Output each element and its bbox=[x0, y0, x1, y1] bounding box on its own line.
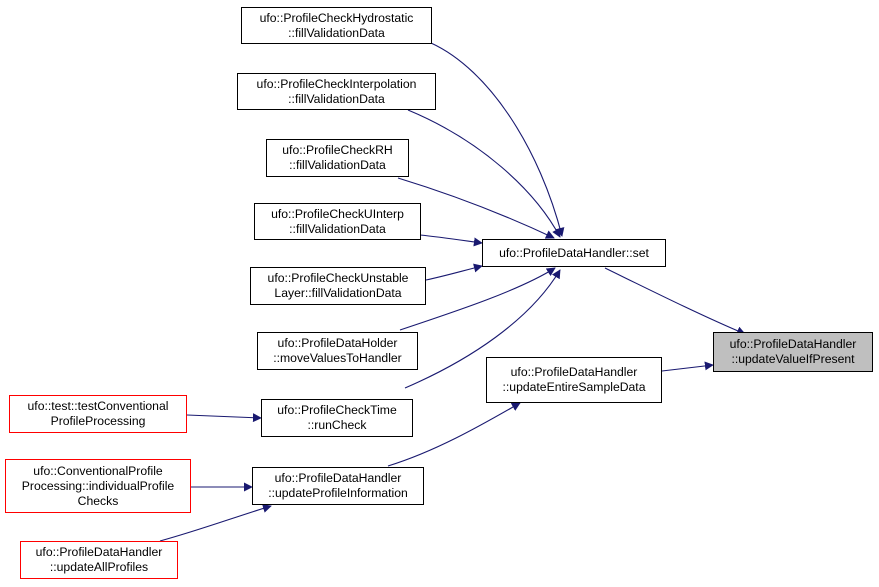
edge-uinterp-to-set bbox=[419, 234, 483, 247]
node-profiledatahandler-updateprofileinformation[interactable]: ufo::ProfileDataHandler ::updateProfileI… bbox=[252, 467, 424, 505]
node-label-line1: ufo::ProfileCheckUInterp bbox=[271, 206, 404, 221]
node-label-line1: ufo::ProfileCheckInterpolation bbox=[256, 76, 417, 91]
node-label-line1: ufo::ProfileCheckUnstable bbox=[267, 271, 409, 285]
node-label-line1: ufo::ProfileDataHandler bbox=[510, 365, 638, 379]
edge-updateall-to-updateinfo bbox=[159, 504, 272, 542]
node-label-line2: ::fillValidationData bbox=[289, 221, 386, 236]
node-label-line2: ::fillValidationData bbox=[288, 91, 385, 106]
node-label-line3: Checks bbox=[77, 493, 119, 508]
node-label-line2: ::runCheck bbox=[307, 418, 367, 432]
edge-hydrostatic-to-set bbox=[430, 42, 565, 237]
node-label-line1: ufo::ProfileDataHandler bbox=[274, 471, 402, 485]
edge-set-to-focus bbox=[604, 267, 746, 335]
node-label-line1: ufo::ProfileDataHandler bbox=[35, 545, 163, 559]
node-label-line1: ufo::ProfileDataHandler::set bbox=[499, 245, 649, 260]
node-profiledatahandler-updateallprofiles[interactable]: ufo::ProfileDataHandler ::updateAllProfi… bbox=[20, 541, 178, 579]
node-label-line2: ::updateProfileInformation bbox=[268, 486, 408, 500]
node-label-line2: ::updateEntireSampleData bbox=[502, 380, 646, 394]
edge-updateinfo-to-updateentire bbox=[387, 402, 521, 467]
node-conventionalprofileprocessing-individualprofilechecks[interactable]: ufo::ConventionalProfile Processing::ind… bbox=[5, 459, 191, 513]
edge-rh-to-set bbox=[397, 177, 555, 239]
node-label-line1: ufo::ProfileDataHolder bbox=[277, 336, 398, 350]
node-label-line1: ufo::ProfileDataHandler bbox=[729, 337, 857, 351]
node-uinterp-fillvalidationdata[interactable]: ufo::ProfileCheckUInterp ::fillValidatio… bbox=[254, 203, 421, 240]
node-label-line2: Processing::individualProfile bbox=[21, 478, 175, 493]
node-label-line2: Layer::fillValidationData bbox=[274, 286, 402, 300]
node-label-line2: ::fillValidationData bbox=[289, 158, 386, 172]
node-label-line2: ProfileProcessing bbox=[50, 414, 146, 428]
node-test-testconventionalprofileprocessing[interactable]: ufo::test::testConventional ProfileProce… bbox=[9, 395, 187, 433]
node-profilechecktime-runcheck[interactable]: ufo::ProfileCheckTime ::runCheck bbox=[261, 399, 413, 437]
node-label-line1: ufo::ProfileCheckTime bbox=[277, 403, 397, 417]
node-label-line1: ufo::ProfileCheckHydrostatic bbox=[259, 10, 414, 25]
node-profiledatahandler-updateentiresampledata[interactable]: ufo::ProfileDataHandler ::updateEntireSa… bbox=[486, 357, 662, 403]
node-rh-fillvalidationdata[interactable]: ufo::ProfileCheckRH ::fillValidationData bbox=[266, 139, 409, 177]
node-hydrostatic-fillvalidationdata[interactable]: ufo::ProfileCheckHydrostatic ::fillValid… bbox=[241, 7, 432, 44]
edge-holder-to-set bbox=[399, 267, 556, 331]
edge-testconv-to-time bbox=[186, 413, 262, 423]
node-label-line2: ::moveValuesToHandler bbox=[273, 351, 402, 365]
node-profiledataholder-movevaluestohandler[interactable]: ufo::ProfileDataHolder ::moveValuesToHan… bbox=[257, 332, 418, 370]
edge-interpolation-to-set bbox=[407, 109, 561, 238]
edge-time-to-set bbox=[404, 269, 561, 389]
node-label-line1: ufo::ProfileCheckRH bbox=[282, 143, 393, 157]
node-label-line2: ::updateAllProfiles bbox=[49, 560, 149, 574]
edge-unstable-to-set bbox=[425, 263, 483, 281]
node-label-line1: ufo::test::testConventional bbox=[27, 399, 169, 413]
node-profiledatahandler-updatevalueifpresent: ufo::ProfileDataHandler ::updateValueIfP… bbox=[713, 332, 873, 372]
edge-updateentire-to-focus bbox=[661, 361, 714, 372]
node-label-line1: ufo::ConventionalProfile bbox=[33, 463, 163, 478]
node-interpolation-fillvalidationdata[interactable]: ufo::ProfileCheckInterpolation ::fillVal… bbox=[237, 73, 436, 110]
node-profiledatahandler-set[interactable]: ufo::ProfileDataHandler::set bbox=[482, 239, 666, 267]
node-label-line2: ::fillValidationData bbox=[288, 25, 385, 40]
node-unstablelayer-fillvalidationdata[interactable]: ufo::ProfileCheckUnstable Layer::fillVal… bbox=[250, 267, 426, 305]
node-label-line2: ::updateValueIfPresent bbox=[731, 352, 855, 366]
